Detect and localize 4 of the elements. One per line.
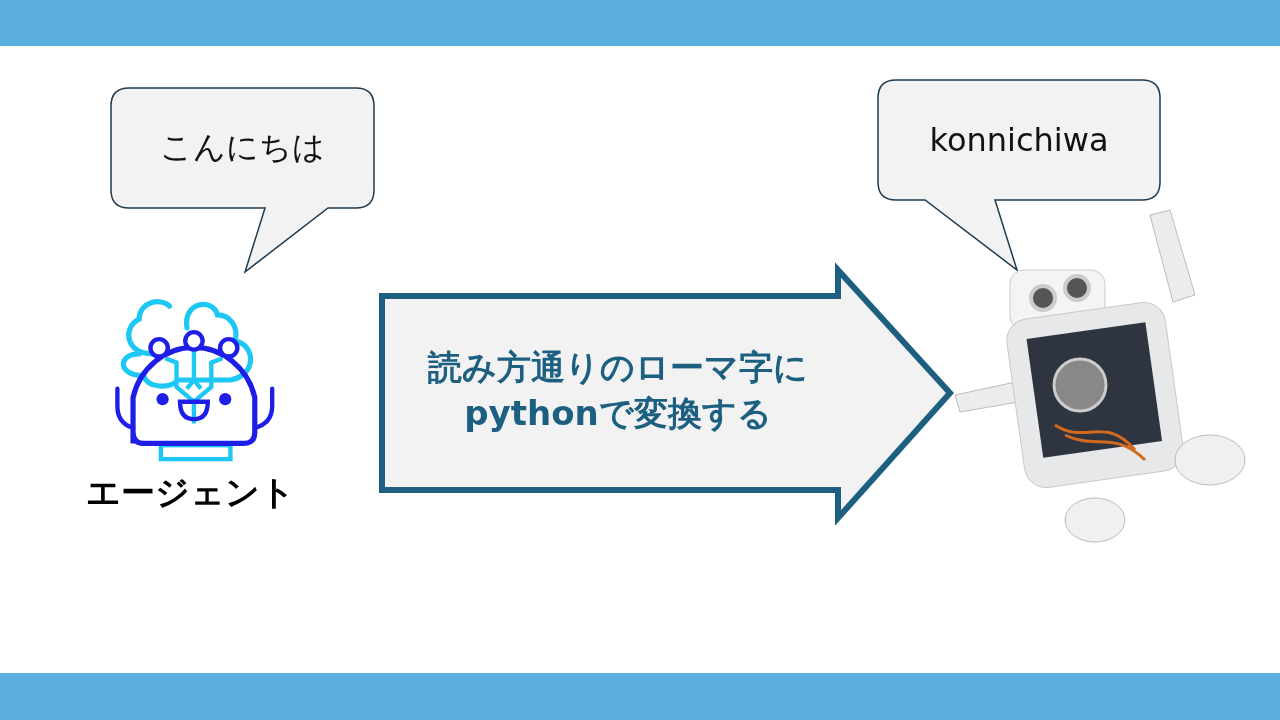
speech-text: konnichiwa <box>929 121 1109 159</box>
process-text: 読み方通りのローマ字にpythonで変換する <box>428 347 808 433</box>
speech-text: こんにちは <box>160 127 325 168</box>
agent-label: エージェント <box>85 472 295 512</box>
